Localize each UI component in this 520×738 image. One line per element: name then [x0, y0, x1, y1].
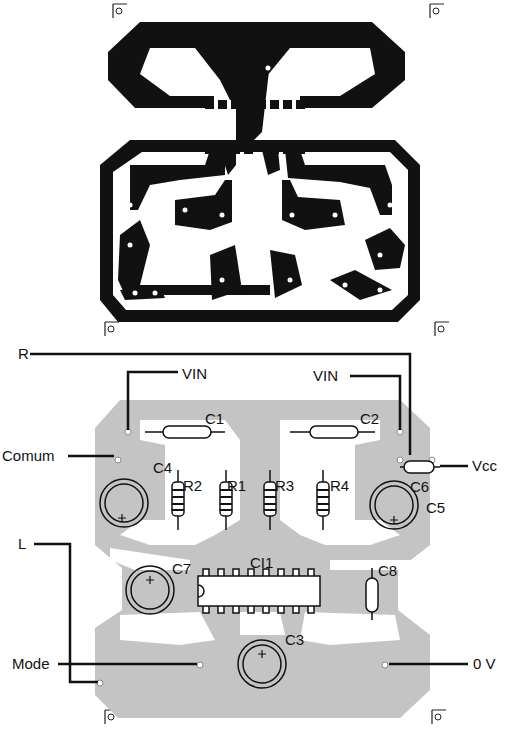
- part-label: C8: [378, 563, 397, 578]
- wire: [30, 354, 468, 682]
- part-label: C1: [205, 411, 224, 426]
- part-label: 0 V: [473, 656, 496, 671]
- part-label: C7: [172, 561, 191, 576]
- part-label: C2: [360, 411, 379, 426]
- component-side: [30, 354, 468, 718]
- part-label: C4: [153, 460, 172, 475]
- part-label: C5: [426, 500, 445, 515]
- part-label: L: [18, 536, 26, 551]
- part-label: Vcc: [472, 458, 497, 473]
- part-label: R1: [227, 478, 246, 493]
- copper-side: [100, 22, 420, 322]
- part-label: R3: [275, 478, 294, 493]
- resistor-symbol: [172, 470, 329, 530]
- ic-package: [198, 569, 320, 613]
- part-label: Comum: [2, 448, 55, 463]
- part-label: Mode: [12, 656, 50, 671]
- part-label: C6: [410, 479, 429, 494]
- terminal-label: VIN: [182, 366, 207, 381]
- part-label: C3: [285, 632, 304, 647]
- part-label: CI1: [250, 555, 273, 570]
- part-label: R4: [330, 478, 349, 493]
- terminal-label: VIN: [313, 368, 338, 383]
- wire-label: R: [18, 346, 29, 361]
- electrolytic-capacitor: [100, 479, 418, 688]
- capacitor-symbol: [145, 426, 440, 620]
- part-label: R2: [183, 478, 202, 493]
